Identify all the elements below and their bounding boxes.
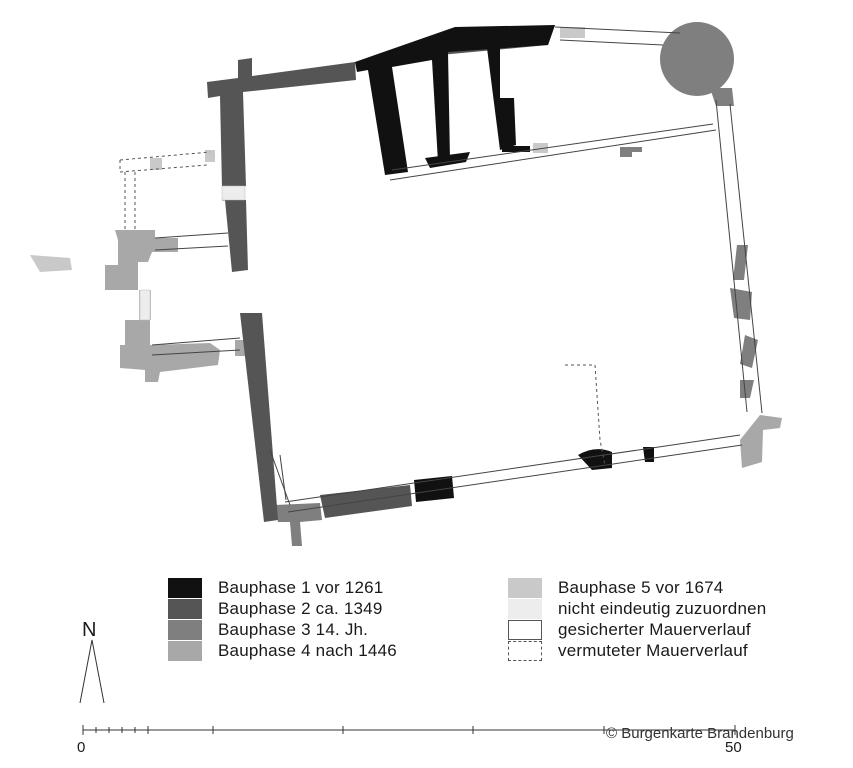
- north-label: N: [82, 619, 97, 641]
- legend-label: Bauphase 1 vor 1261: [218, 578, 384, 597]
- phase5-walls: [30, 27, 585, 272]
- north-arrow-icon: [79, 639, 105, 704]
- secured-wall-outline: [139, 26, 763, 513]
- legend-label: nicht eindeutig zuzuordnen: [558, 599, 767, 618]
- presumed-wall-outline: [119, 151, 606, 466]
- scale-end-label: 50: [725, 739, 742, 756]
- legend-swatch-phase3: [168, 620, 202, 640]
- scale-bar: [82, 725, 736, 735]
- unassigned-walls: [139, 185, 246, 321]
- legend-label: gesicherter Mauerverlauf: [558, 620, 751, 639]
- legend-swatch-secured: [508, 620, 542, 640]
- legend-swatch-phase4: [168, 641, 202, 661]
- copyright-notice: © Burgenkarte Brandenburg: [606, 725, 794, 742]
- legend-label: Bauphase 5 vor 1674: [558, 578, 724, 597]
- legend-swatch-phase2: [168, 599, 202, 619]
- legend-swatch-presumed: [508, 641, 542, 661]
- phase4-walls: [105, 230, 782, 468]
- legend-label: Bauphase 3 14. Jh.: [218, 620, 369, 639]
- legend-swatch-phase5: [508, 578, 542, 598]
- legend-swatch-unassigned: [508, 599, 542, 619]
- phase1-walls: [355, 25, 654, 502]
- legend-label: vermuteter Mauerverlauf: [558, 641, 748, 660]
- legend-label: Bauphase 4 nach 1446: [218, 641, 397, 660]
- legend-label: Bauphase 2 ca. 1349: [218, 599, 383, 618]
- scale-start-label: 0: [77, 739, 86, 756]
- phase3-walls: [275, 22, 758, 546]
- legend-swatch-phase1: [168, 578, 202, 598]
